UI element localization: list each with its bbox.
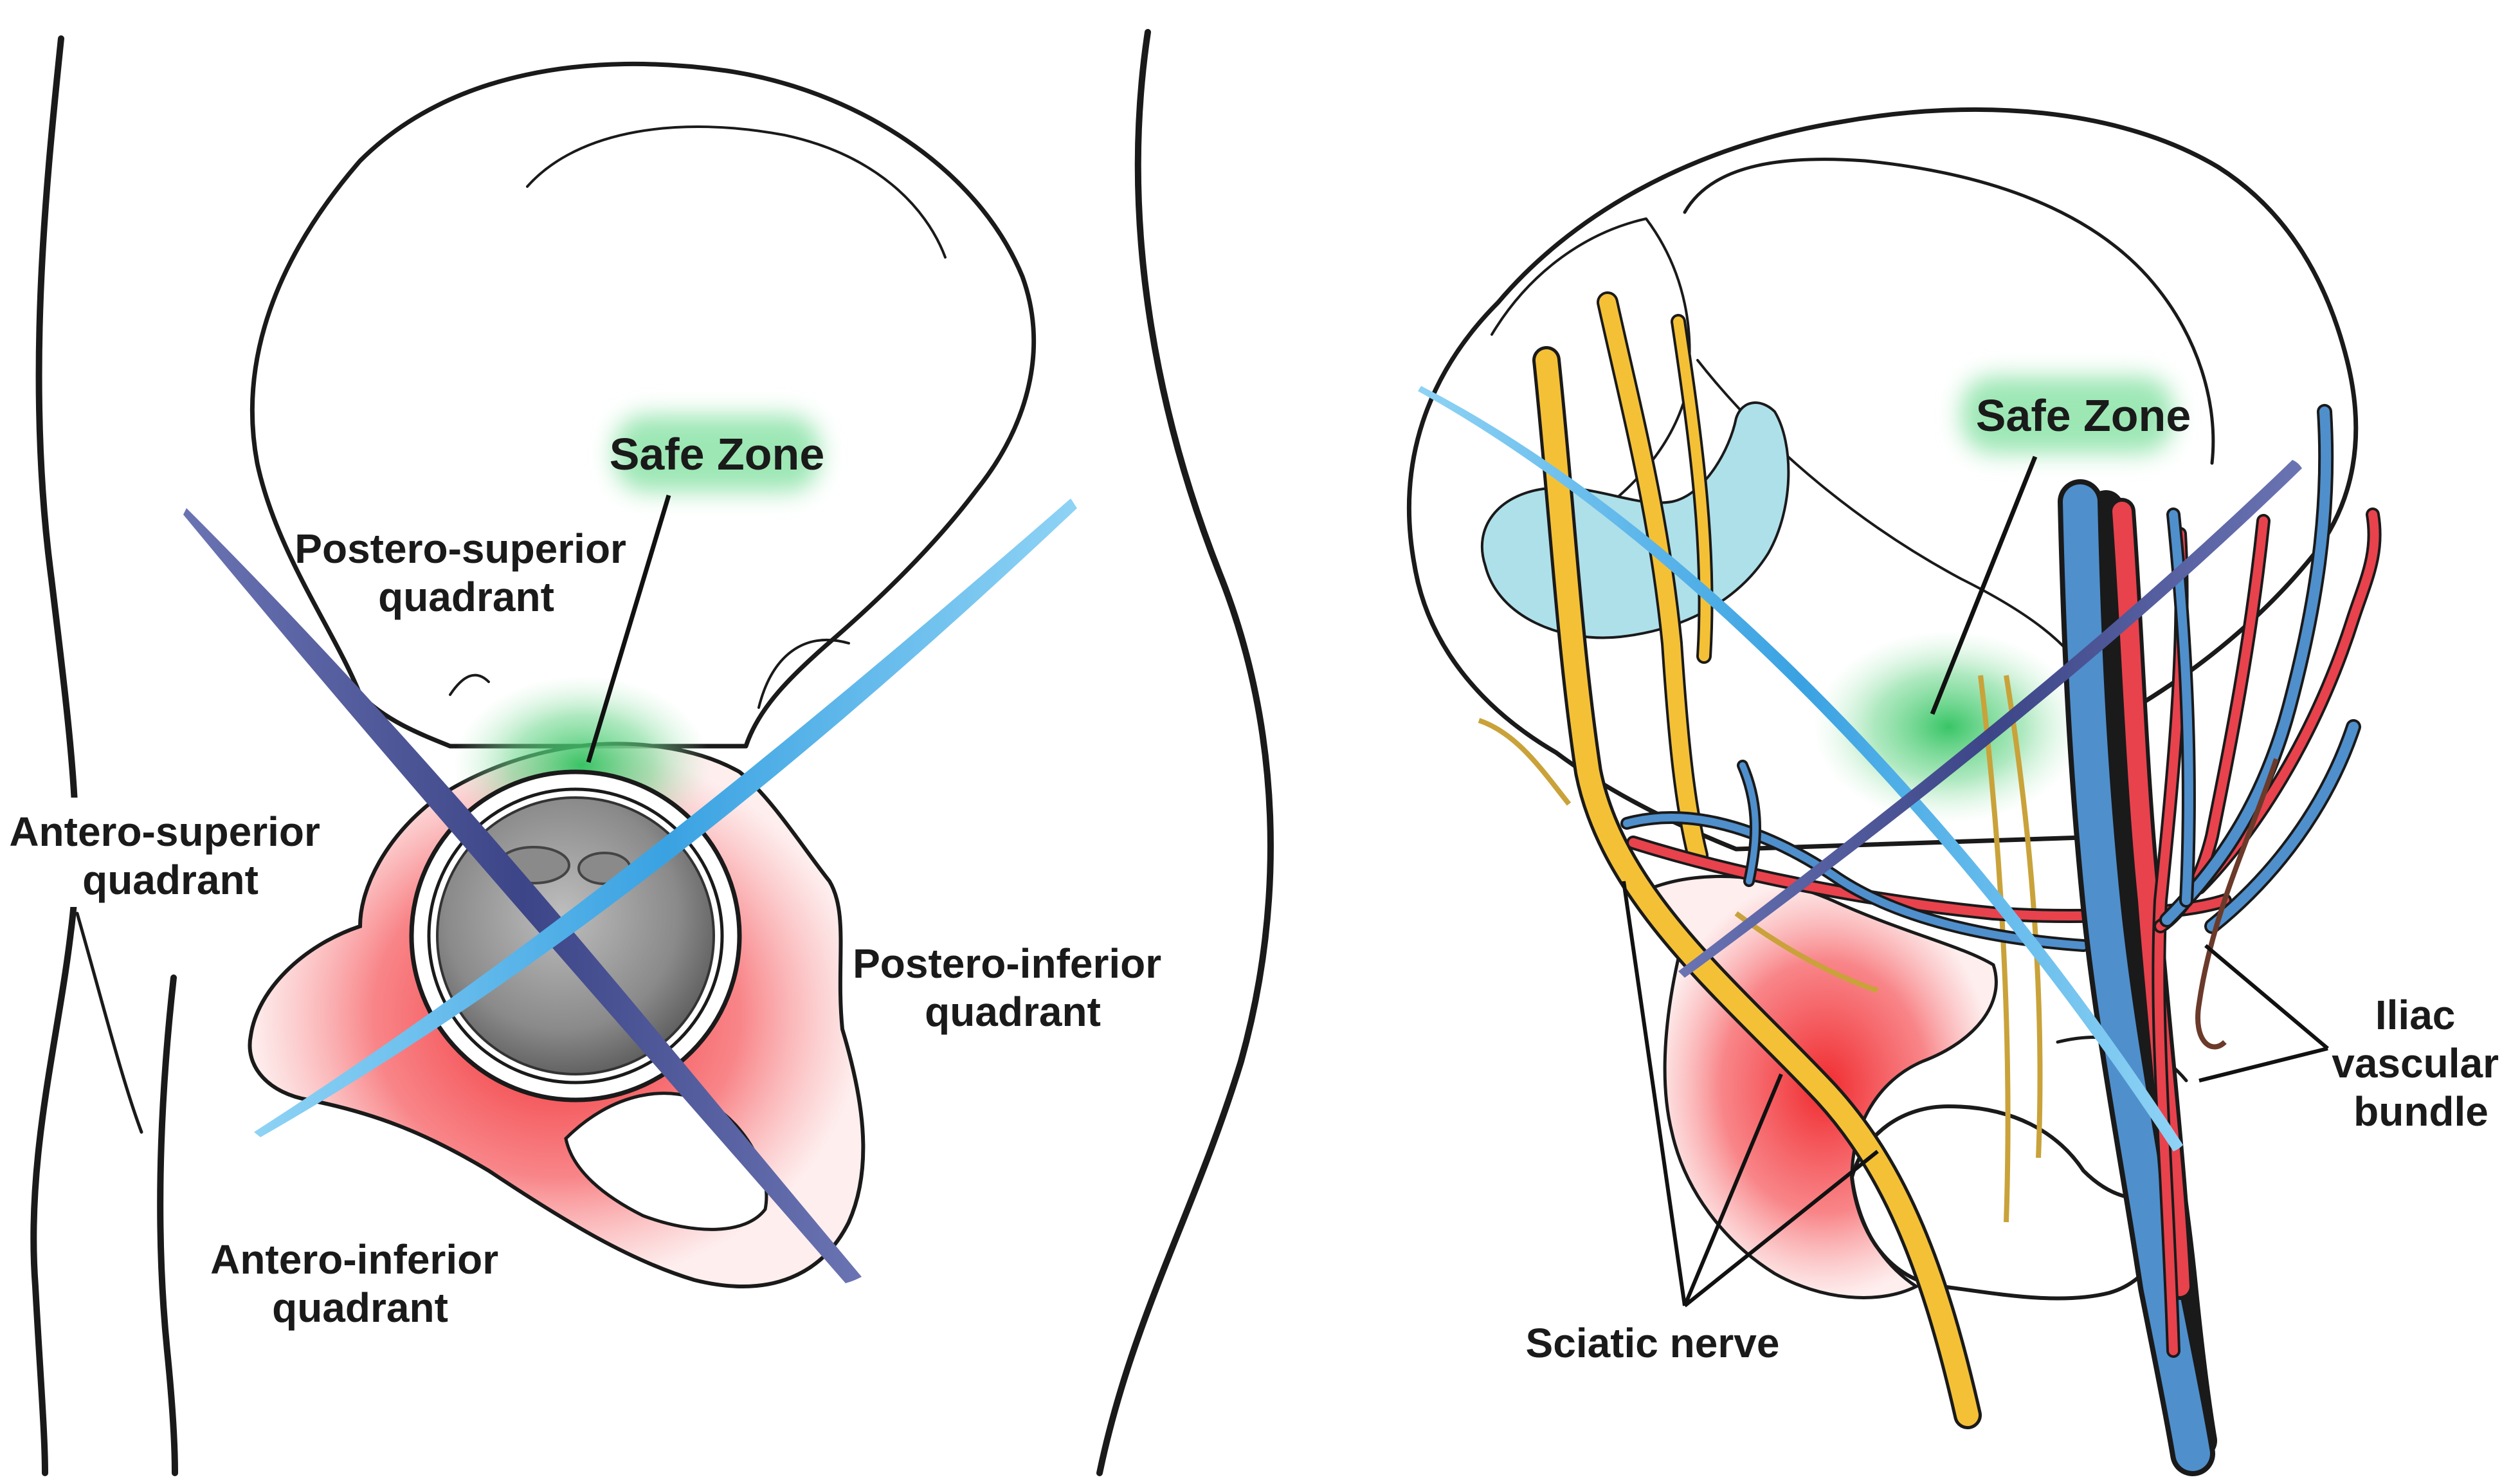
gluteal-vein: [1739, 762, 1759, 884]
left-safe-zone-label-glow: [614, 415, 820, 492]
left-safe-zone-label: Safe Zone: [610, 429, 825, 479]
right-dark-axis-line: [1678, 460, 2302, 978]
iliac-vascular-bundle-label: Iliac vascular bundle: [2332, 992, 2510, 1135]
gluteal-vein: [1623, 814, 2087, 949]
postero-superior-label: Postero-superior quadrant: [295, 526, 637, 620]
left-buttock-contour: [75, 911, 143, 1134]
right-iliac-inner-contour: [1491, 217, 1691, 548]
left-cup-liner: [427, 787, 724, 1084]
right-safe-zone-label: Safe Zone: [1976, 390, 2191, 441]
iliac-branch-vein: [2162, 407, 2332, 925]
sciatic-nerve-label: Sciatic nerve: [1526, 1320, 1780, 1366]
left-thigh-contour: [157, 974, 178, 1476]
small-nerve-branch: [1734, 911, 1879, 993]
iliac-vascular-bundle: [2058, 404, 2382, 1476]
left-ant-spine: [449, 673, 490, 696]
sciatic-leader-line: [1683, 1073, 1783, 1307]
small-nerve-branch: [1478, 718, 1572, 806]
right-safe-zone-label-glow: [1961, 376, 2173, 453]
left-body-contour: [30, 35, 80, 1476]
right-body-contour: [1096, 29, 1274, 1476]
lymphatic-vessel: [2195, 758, 2279, 1050]
left-safe-zone-leader: [586, 494, 671, 764]
iliac-branch-vein: [2207, 722, 2359, 931]
right-safe-zone-glow: [1813, 630, 2083, 823]
iliac-leader-line: [2198, 1047, 2328, 1083]
right-iliac-wing: [1406, 107, 2359, 852]
sciatic-leader-line: [1622, 881, 1687, 1306]
sacral-nerve-root: [1673, 316, 1711, 661]
left-dark-axis-line: [183, 508, 862, 1283]
right-iliac-inner-contour: [1683, 158, 2215, 465]
iliac-label-bg: [2334, 971, 2514, 1145]
antero-inferior-label: Antero-inferior quadrant: [210, 1236, 510, 1331]
antero-superior-label-bg: [10, 798, 325, 907]
sciatic-nerve: [1536, 349, 1979, 1426]
right-safe-zone-leader: [1930, 455, 2038, 715]
sacral-nerve-root: [1599, 294, 1706, 864]
sciatic-leader-line: [1683, 1149, 1879, 1308]
left-iliac-crest-inner: [526, 125, 947, 259]
left-sciatic-notch: [757, 639, 850, 709]
left-iliac-wing: [249, 61, 1037, 749]
right-panel: Safe Zone Iliac vascular bundle Sciatic …: [1406, 107, 2514, 1476]
postero-inferior-label: Postero-inferior quadrant: [853, 940, 1173, 1035]
iliac-leader-line: [2204, 944, 2329, 1050]
antero-superior-label: Antero-superior quadrant: [9, 809, 331, 903]
left-panel: Safe Zone Postero-superior quadrant Ante…: [9, 29, 1274, 1476]
